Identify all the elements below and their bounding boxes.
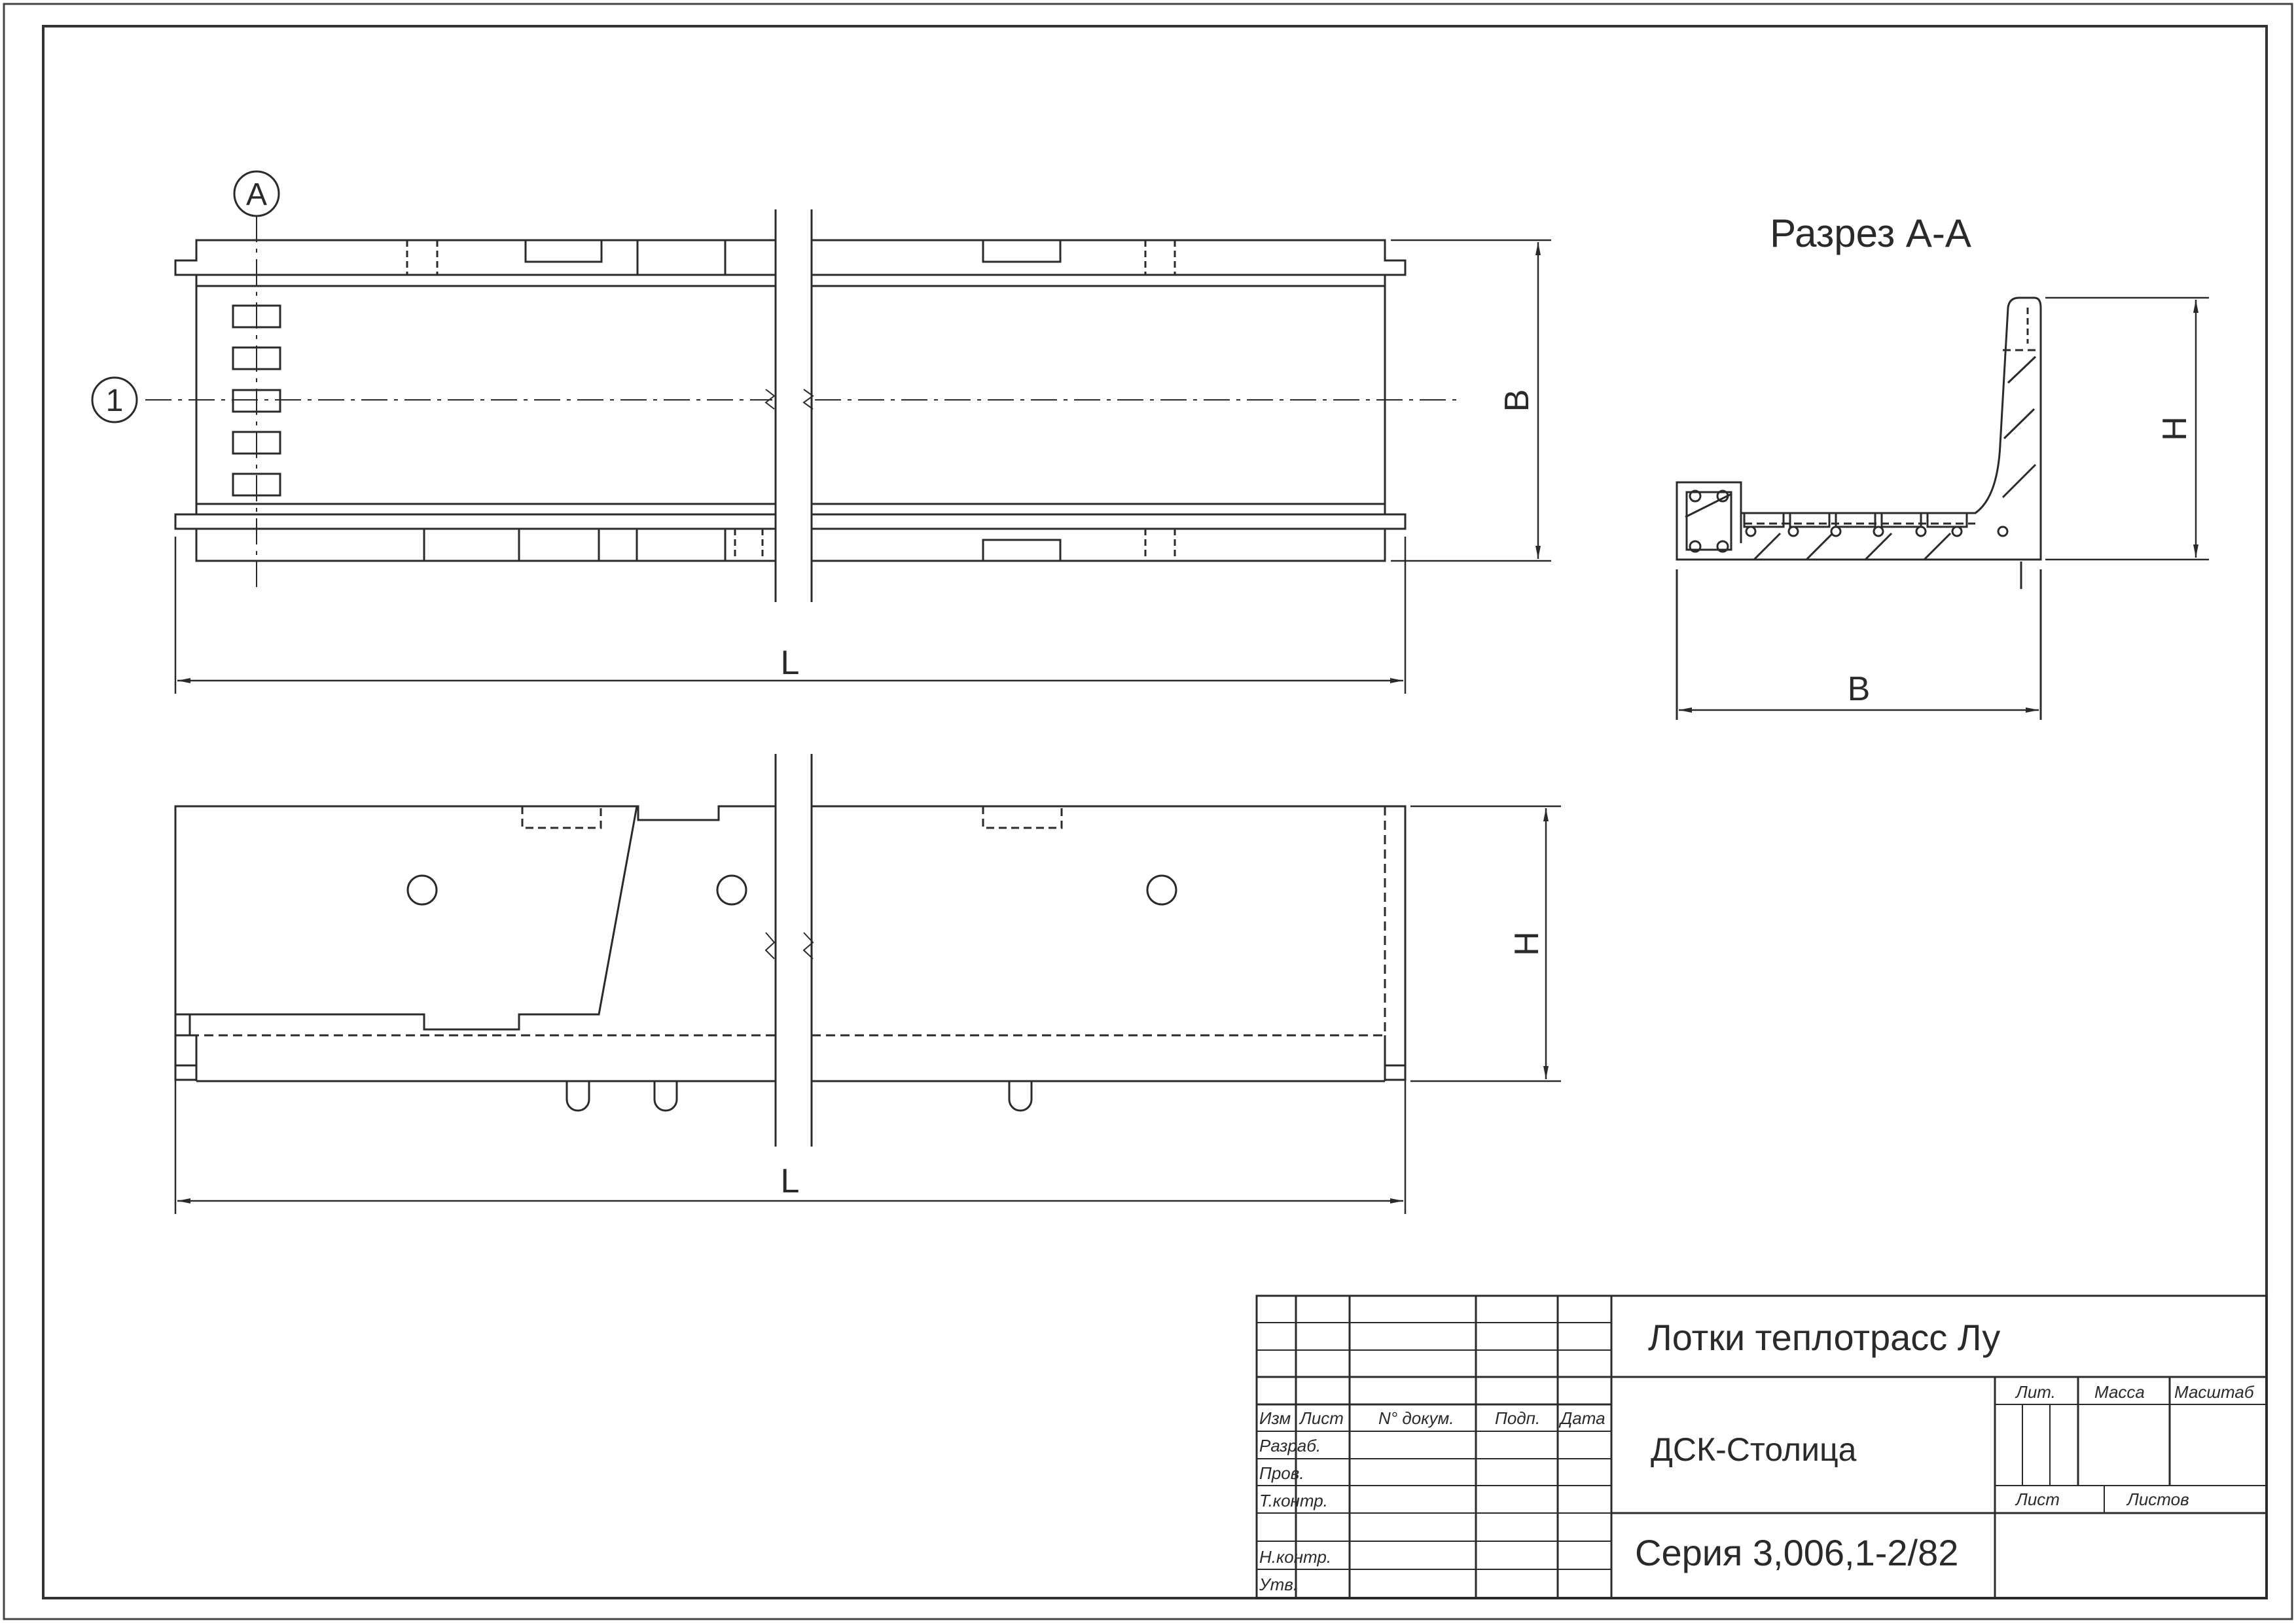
title-block (1255, 1294, 2268, 1599)
top-notch-left (524, 239, 603, 263)
sheet-label: Лист (2015, 1489, 2060, 1509)
col-list: Лист (1299, 1408, 1344, 1428)
plan-view (145, 209, 1461, 602)
row-nkontr: Н.контр. (1259, 1547, 1331, 1567)
callout-A: A (233, 170, 280, 217)
elev-dimension-L (174, 1068, 1407, 1214)
mass-label: Масса (2094, 1382, 2145, 1402)
plan-dimension-L (174, 537, 1407, 694)
row-razrab: Разраб. (1259, 1436, 1321, 1455)
sheets-label: Листов (2126, 1489, 2189, 1509)
section-view (1676, 296, 2042, 720)
section-title: Разрез А-А (1770, 211, 1971, 255)
scale-label: Масштаб (2174, 1382, 2255, 1402)
doc-title: Лотки теплотрасс Лу (1648, 1317, 2000, 1358)
callout-A-label: A (246, 177, 267, 212)
col-sign: Подп. (1495, 1408, 1540, 1428)
section-dimension-H (2045, 296, 2209, 561)
elev-dim-H-label: H (1508, 931, 1546, 956)
row-prov: Пров. (1259, 1463, 1304, 1483)
section-dim-B-label: B (1848, 670, 1871, 708)
series-number: Серия 3,006,1-2/82 (1635, 1532, 1958, 1573)
row-utv: Утв. (1259, 1575, 1298, 1594)
top-notch-right (982, 239, 1062, 263)
row-tkontr: Т.контр. (1259, 1491, 1328, 1510)
plan-dim-L-label: L (781, 644, 800, 682)
elevation-view (174, 754, 1407, 1147)
lit-label: Лит. (2015, 1382, 2056, 1402)
elev-dim-L-label: L (781, 1162, 800, 1200)
outer-trim-frame (3, 3, 2293, 1620)
col-izm: Изм (1259, 1408, 1291, 1428)
elev-dimension-H (1410, 805, 1561, 1082)
section-dim-H-label: H (2156, 416, 2194, 441)
callout-1-label: 1 (106, 383, 124, 418)
col-doc: N° докум. (1378, 1408, 1454, 1428)
plan-dimension-B (1391, 239, 1551, 562)
plan-dim-B-label: B (1498, 389, 1536, 412)
bottom-notch-right (982, 539, 1062, 562)
callout-1: 1 (91, 376, 138, 423)
organization-name: ДСК-Столица (1651, 1431, 1857, 1468)
col-date: Дата (1558, 1408, 1605, 1428)
drawing-frame (42, 25, 2268, 1599)
